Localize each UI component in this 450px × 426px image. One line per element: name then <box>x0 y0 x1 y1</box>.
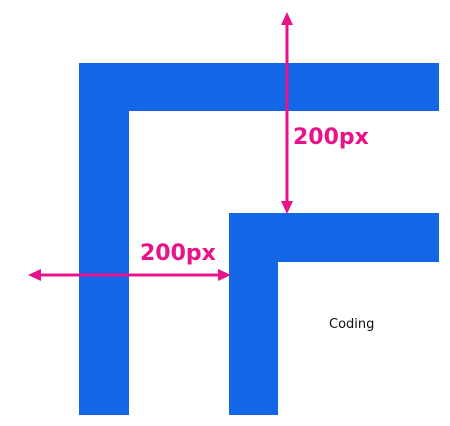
arrow-up-icon <box>281 12 293 25</box>
vertical-gap-arrow <box>281 12 293 214</box>
outer-top-border <box>79 63 439 111</box>
inner-left-border <box>229 213 278 415</box>
arrow-down-icon <box>281 201 293 214</box>
inner-corner-border <box>229 213 439 415</box>
arrow-left-icon <box>28 269 41 281</box>
outer-corner-border <box>79 63 439 415</box>
inner-content-label: Coding <box>329 317 374 332</box>
arrow-right-icon <box>218 269 231 281</box>
outer-left-border <box>79 63 129 415</box>
horizontal-gap-arrow <box>28 269 231 281</box>
vertical-gap-label: 200px <box>293 125 369 150</box>
horizontal-gap-label: 200px <box>140 241 216 266</box>
